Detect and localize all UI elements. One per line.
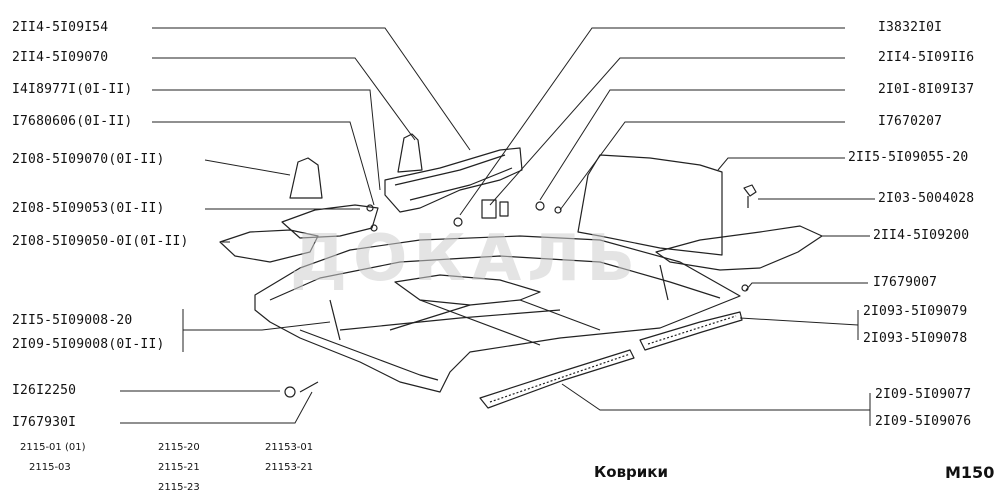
part-label: 2I093-5I09079 xyxy=(863,304,968,319)
part-label: 2I03-5004028 xyxy=(878,191,975,206)
model-label: 2115-21 xyxy=(158,462,200,473)
part-label: 2I08-5I09070(0I-II) xyxy=(12,152,165,167)
left-trim-b xyxy=(219,229,319,263)
diagram-caption: Коврики xyxy=(594,463,668,481)
part-label: 2II4-5I09070 xyxy=(12,50,109,65)
part-label: 2II4-5I09I54 xyxy=(12,20,109,35)
part-label: I767930I xyxy=(12,415,77,430)
sheet-id: M150 xyxy=(945,463,995,482)
part-label: 2I09-5I09077 xyxy=(875,387,972,402)
part-label: I7670207 xyxy=(878,114,943,129)
console-boot xyxy=(397,133,423,173)
part-label: I26I2250 xyxy=(12,383,77,398)
part-label: I7680606(0I-II) xyxy=(12,114,133,129)
part-label: 2II4-5I09200 xyxy=(873,228,970,243)
part-label: 2I09-5I09008(0I-II) xyxy=(12,337,165,352)
model-label: 2115-01 (01) xyxy=(20,442,86,453)
model-label: 21153-21 xyxy=(265,462,314,473)
model-label: 21153-01 xyxy=(265,442,314,453)
part-label: I3832I0I xyxy=(878,20,943,35)
left-boot xyxy=(289,157,323,199)
part-label: 2I08-5I09050-0I(0I-II) xyxy=(12,234,189,249)
part-label: 2II5-5I09055-20 xyxy=(848,150,969,165)
part-label: 2II4-5I09II6 xyxy=(878,50,975,65)
model-label: 2115-03 xyxy=(29,462,71,473)
part-label: 2II5-5I09008-20 xyxy=(12,313,133,328)
part-label: 2I0I-8I09I37 xyxy=(878,82,975,97)
part-label: 2I093-5I09078 xyxy=(863,331,968,346)
part-label: I4I8977I(0I-II) xyxy=(12,82,133,97)
console-cover xyxy=(384,147,523,213)
sill-trim-lower xyxy=(479,349,635,409)
part-label: 2I09-5I09076 xyxy=(875,414,972,429)
main-floor-carpet xyxy=(254,235,741,393)
model-label: 2115-23 xyxy=(158,482,200,493)
watermark: ДОКАЛЬ xyxy=(290,222,642,296)
sill-trim-upper xyxy=(639,311,743,351)
part-label: I7679007 xyxy=(873,275,938,290)
part-label: 2I08-5I09053(0I-II) xyxy=(12,201,165,216)
rear-seatback-carpet xyxy=(577,154,723,256)
model-label: 2115-20 xyxy=(158,442,200,453)
